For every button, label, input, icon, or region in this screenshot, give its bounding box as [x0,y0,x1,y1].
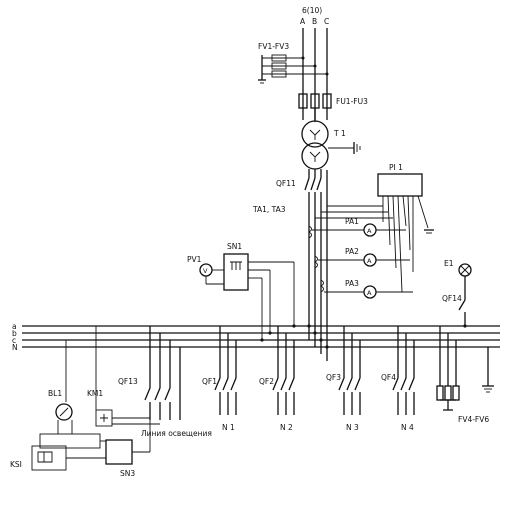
feeder-qf13 [65,326,181,420]
feeder-qf2 [272,326,295,415]
bus-a-label: a [12,322,17,331]
lamp-circuit [458,263,472,326]
energy-meter [315,173,434,293]
lamp-label: E1 [444,259,454,268]
ammeter-pa1: A [363,223,377,237]
transformer [301,108,361,170]
feeder-qf1 [214,326,237,415]
ammeter2-label: PA2 [345,247,359,256]
phase-c-label: C [324,17,329,26]
svg-text:A: A [367,227,372,235]
phase-b-label: B [312,17,317,26]
svg-text:A: A [367,289,372,297]
surge-top-label: FV1-FV3 [258,42,289,51]
ammeter-pa3: A [363,285,377,299]
surge-arresters-bottom [436,326,494,411]
current-transformers-label: TA1, TA3 [252,205,286,214]
ammeter3-label: PA3 [345,279,359,288]
surge-bottom-label: FV4-FV6 [458,415,489,424]
bl1-label: BL1 [48,389,62,398]
meter-label: PI 1 [389,163,403,172]
breaker-main-label: QF11 [276,179,296,188]
voltage-label: 6(10) [302,6,322,15]
svg-text:A: A [367,257,372,265]
bus-c-label: c [12,336,16,345]
svg-text:V: V [203,267,208,275]
sn3-label: SN3 [120,469,135,478]
ammeter-pa2: A [363,253,377,267]
n4-label: N 4 [401,423,414,432]
qf2-label: QF2 [259,377,274,386]
current-transformers [308,225,413,293]
qf13-label: QF13 [118,377,138,386]
n2-label: N 2 [280,423,293,432]
lighting-line-label: Линия освещения [141,429,212,438]
n1-label: N 1 [222,423,235,432]
qf4-label: QF4 [381,373,396,382]
voltmeter-circuit: V [199,253,295,340]
bus-n-label: N [12,343,18,352]
feeder-qf4 [392,326,415,415]
secondary-lines [304,169,328,361]
bus-b-label: b [12,329,17,338]
ksi-label: KSI [10,460,22,469]
transformer-label: T 1 [333,129,346,138]
qf1-label: QF1 [202,377,217,386]
busbars [22,325,500,348]
n3-label: N 3 [346,423,359,432]
fuses-label: FU1-FU3 [336,97,368,106]
voltmeter-label: PV1 [187,255,202,264]
phase-a-label: A [300,17,306,26]
bus-junctions [260,324,467,349]
breaker-lamp-label: QF14 [442,294,462,303]
surge-arresters-top [258,54,329,84]
qf3-label: QF3 [326,373,341,382]
km1-label: KM1 [87,389,103,398]
feeder-qf3 [338,326,361,415]
lighting-control [31,403,160,471]
switch-label: SN1 [227,242,242,251]
ammeter1-label: PA1 [345,217,359,226]
